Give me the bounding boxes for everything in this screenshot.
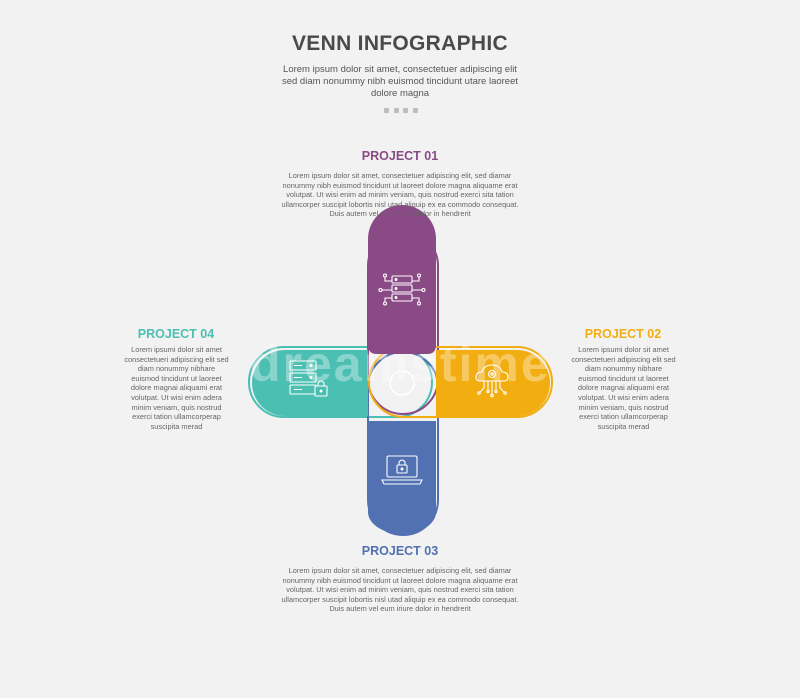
project-03-title: PROJECT 03 [361,544,439,558]
project-03-text: Lorem ipsum dolor sit amet, consectetuer… [281,566,519,614]
decorative-dots [384,108,418,113]
project-01-text: Lorem ipsum dolor sit amet, consectetuer… [281,171,519,219]
project-02-outline [368,346,553,418]
project-04-fill [252,350,368,416]
laptop-lock-icon [381,455,423,485]
project-02-text: Lorem ipsumi dolor sit amet consectetuer… [571,345,676,431]
project-01-title: PROJECT 01 [361,149,439,163]
project-04-text: Lorem ipsumi dolor sit amet consectetuer… [124,345,229,431]
project-02-fill [436,350,550,416]
page-subtitle: Lorem ipsum dolor sit amet, consectetuer… [281,64,519,99]
server-network-icon [378,273,426,306]
project-04-title: PROJECT 04 [137,327,215,341]
center-ring [389,370,415,396]
project-04-outline [248,346,433,418]
project-02-title: PROJECT 02 [584,327,662,341]
project-01-fill [368,205,436,354]
cloud-gear-icon [475,364,509,398]
page-title: VENN INFOGRAPHIC [292,32,508,55]
server-lock-icon [289,360,328,397]
watermark: dreamstime [250,336,551,392]
